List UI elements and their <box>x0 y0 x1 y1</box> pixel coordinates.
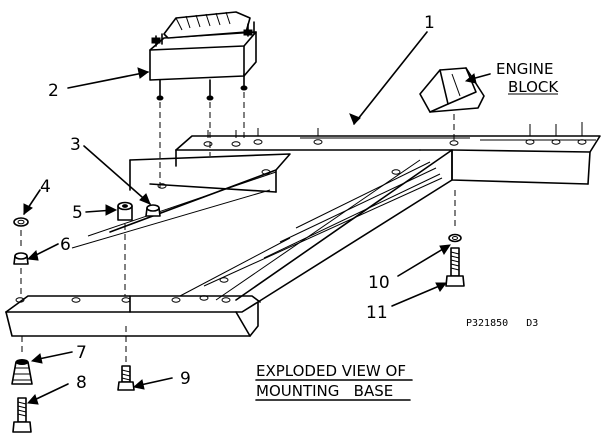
engine-block-label: ENGINE BLOCK <box>496 60 559 96</box>
callout-7: 7 <box>76 343 87 363</box>
callout-6: 6 <box>60 235 71 255</box>
callout-9: 9 <box>180 369 191 389</box>
engine-mount-block <box>149 11 257 188</box>
nut-part-6 <box>13 252 29 296</box>
callout-2: 2 <box>48 81 59 101</box>
callout-4: 4 <box>40 177 51 197</box>
callout-5: 5 <box>72 203 83 223</box>
isolator-part-7 <box>11 336 33 385</box>
bolt-part-11 <box>445 247 465 287</box>
leader-lines <box>23 31 491 405</box>
nut-part-3 <box>145 204 161 217</box>
callout-8: 8 <box>76 373 87 393</box>
callout-3: 3 <box>70 135 81 155</box>
engine-block-label-line1: ENGINE <box>496 60 553 78</box>
engine-block-label-line2: BLOCK <box>508 78 559 96</box>
washer-part-10 <box>448 190 462 243</box>
callout-10: 10 <box>368 273 390 293</box>
title-line2: MOUNTING BASE <box>256 382 393 400</box>
bolt-part-9 <box>117 326 135 391</box>
bolt-part-8 <box>12 397 32 433</box>
callout-labels: 1 2 3 4 5 6 7 8 9 10 11 <box>40 13 435 393</box>
mounting-base-frame <box>5 122 601 337</box>
part-code: P321850 D3 <box>466 318 538 329</box>
spacer-part-5 <box>117 201 133 296</box>
callout-1: 1 <box>424 13 435 33</box>
title-line1: EXPLODED VIEW OF <box>256 362 406 380</box>
callout-11: 11 <box>366 303 388 323</box>
diagram-title: EXPLODED VIEW OF MOUNTING BASE <box>255 362 413 401</box>
frame-holes <box>15 139 587 303</box>
washer-part-4 <box>13 217 29 246</box>
